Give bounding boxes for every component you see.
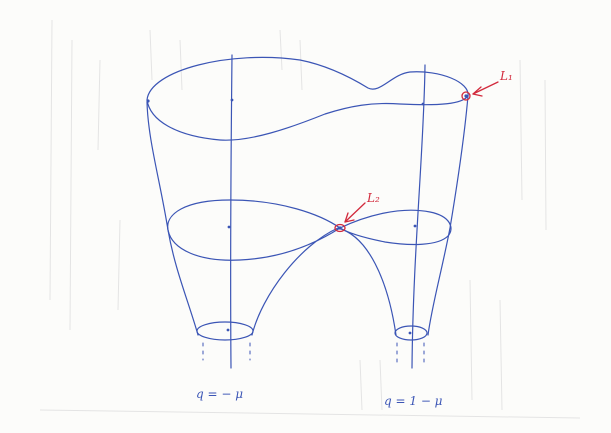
q-left-label: q = − μ: [196, 387, 243, 401]
top-level-curve: [147, 57, 468, 140]
l1-arrow: [473, 82, 498, 94]
l2-marker: [335, 203, 365, 232]
left-vertical-axis: [231, 55, 232, 368]
l2-label: L₂: [366, 191, 380, 205]
l1-label: L₁: [499, 69, 513, 83]
right-outer-wall: [428, 96, 468, 335]
bleed-through-marks: [40, 20, 580, 418]
left-outer-wall: [147, 102, 198, 335]
right-vertical-axis: [412, 65, 425, 368]
inner-arch: [252, 228, 396, 335]
q-right-label: q = 1 − μ: [384, 394, 443, 408]
left-well-ellipse: [197, 322, 253, 340]
middle-level-curve: [168, 200, 451, 260]
well-continuation-marks: [203, 343, 424, 362]
